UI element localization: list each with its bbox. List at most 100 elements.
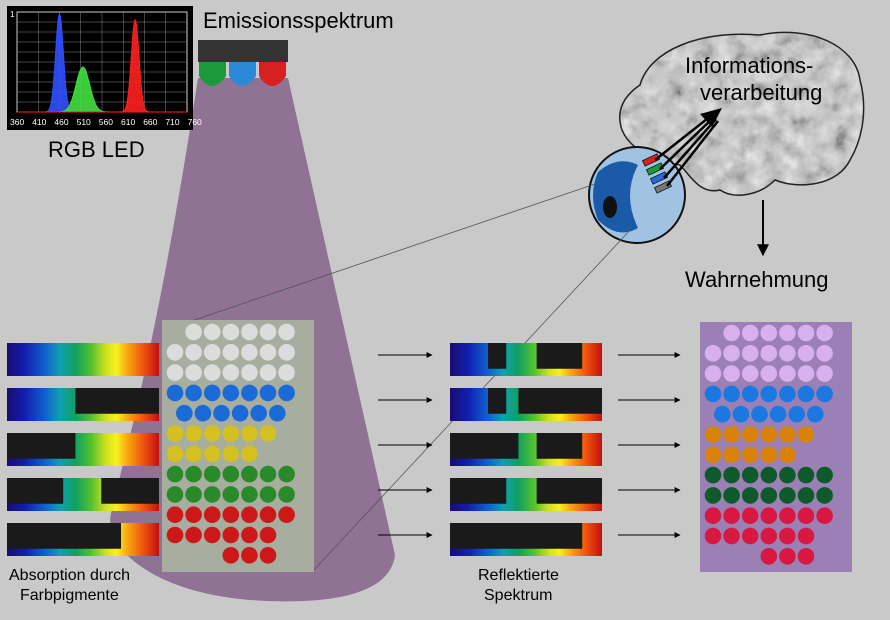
spectrum-strip-yellow [450,433,602,466]
color-dot [222,465,240,483]
chart-x-tick: 410 [32,117,46,127]
color-dot [797,527,815,545]
color-dot [166,384,184,402]
absorbed-band [101,478,159,504]
led-green [199,62,226,86]
color-dot [797,385,815,403]
color-dot [241,465,258,483]
color-dot [816,365,833,382]
color-dot [259,323,277,341]
eye [588,146,686,244]
color-dot [797,507,815,524]
led-blue [229,62,256,86]
color-dot [203,384,221,402]
spectrum-strip-white [7,343,159,376]
color-dot [259,506,277,523]
color-dot [797,426,815,443]
spectrum-strip-blue [450,388,602,421]
color-dot [222,445,240,463]
color-dot [185,323,202,341]
color-dot [259,344,277,361]
color-dot [203,526,221,544]
color-dot [222,323,240,341]
chart-peaks [17,12,187,113]
iris [593,161,638,233]
chart-x-tick: 460 [54,117,68,127]
color-dot [259,465,277,483]
color-dot [779,385,796,403]
color-dot [185,486,202,503]
color-dot [779,426,796,443]
color-dot [241,506,258,523]
color-dot [203,465,221,483]
color-dot [714,405,731,423]
color-dot [741,527,759,545]
nerve-arrowhead [700,108,722,127]
color-dot [203,425,221,442]
color-dot [278,384,295,402]
spectrum-strip-red [7,523,159,556]
absorbed-band [450,433,519,459]
color-dot [166,425,184,442]
absorbed-band [518,388,602,414]
color-dot [185,445,202,463]
color-dot [250,404,267,422]
color-dot [779,324,796,342]
color-dot [779,548,796,565]
color-dot [166,486,184,503]
color-dot [185,506,202,523]
color-dot [760,324,778,342]
color-dot [741,466,759,484]
color-dot [797,548,815,565]
rgb-led [198,40,288,86]
color-dot [704,345,722,362]
color-dot [166,364,184,381]
color-dot [704,385,722,403]
color-dot [760,365,778,382]
color-dot [278,486,295,503]
color-dot [723,365,740,382]
color-dot [760,426,778,443]
color-dot [741,446,759,464]
color-dot [760,385,778,403]
color-dot [797,487,815,504]
color-dot [816,385,833,403]
color-dot [704,446,722,464]
color-dot [704,487,722,504]
color-dot [723,345,740,362]
color-dot [704,507,722,524]
color-dot [259,384,277,402]
color-dot [241,323,258,341]
color-dot [741,487,759,504]
chart-x-tick: 760 [188,117,202,127]
spectrum-strip-red [450,523,602,556]
color-dot [779,345,796,362]
color-dot [704,466,722,484]
color-dot [222,547,240,564]
color-dot [259,425,277,442]
color-dot [797,466,815,484]
color-dot [185,526,202,544]
color-dot [222,526,240,544]
absorbed-band [7,433,76,459]
color-dot [278,323,295,341]
color-dot [203,364,221,381]
color-dot [723,426,740,443]
color-dot [816,324,833,342]
nerve-lines [654,114,719,187]
color-dot [779,507,796,524]
color-dot [222,425,240,442]
led-red [259,62,286,86]
color-dot [222,364,240,381]
absorbed-band [7,523,121,549]
color-dot [185,344,202,361]
spectrum-strip-white [450,343,602,376]
color-dot [741,507,759,524]
color-dot [203,344,221,361]
color-dot [241,486,258,503]
absorbed-band [7,478,64,504]
color-dot [222,486,240,503]
color-dot [741,365,759,382]
color-dot [241,425,258,442]
